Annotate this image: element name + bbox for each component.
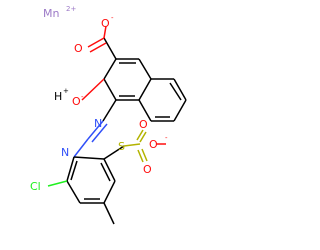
chlorine-label: Cl <box>30 180 41 193</box>
naphthalene-left-ring <box>103 58 152 101</box>
benzene-ring <box>66 156 116 204</box>
molecule-diagram: Mn 2+ O O - H + O - N N S O O O - Cl <box>30 5 187 225</box>
phenol-oxygen-charge: - <box>81 93 84 101</box>
h-plus-charge: + <box>63 87 69 95</box>
azo-linkage <box>73 99 117 158</box>
carboxyl-oxygen-charge: - <box>111 14 114 22</box>
phenol-oxygen: O <box>72 95 81 108</box>
carboxyl-oxygen-double: O <box>74 42 83 55</box>
structure-drawing: Mn 2+ O O - H + O - N N S O O O - Cl <box>30 5 187 225</box>
sulfonate-oxygen-charge: - <box>165 134 168 142</box>
sulfonate-oxygen-top: O <box>139 118 148 131</box>
sulfonate-group <box>103 129 166 163</box>
mn-label: Mn <box>43 7 59 20</box>
carboxyl-oxygen-single: O <box>101 17 110 30</box>
substituents <box>47 180 115 225</box>
mn-charge: 2+ <box>66 5 76 13</box>
azo-nitrogen-lower: N <box>61 146 69 159</box>
phenolate-bond <box>81 78 105 101</box>
h-plus-label: H <box>54 90 62 103</box>
sulfonate-oxygen-bottom: O <box>143 163 152 176</box>
sulfonate-oxygen-right: O <box>149 138 158 151</box>
sulfur-label: S <box>118 140 125 153</box>
naphthalene-right-ring <box>138 78 187 122</box>
carboxylate-group <box>87 25 117 60</box>
azo-nitrogen-upper: N <box>94 117 102 130</box>
